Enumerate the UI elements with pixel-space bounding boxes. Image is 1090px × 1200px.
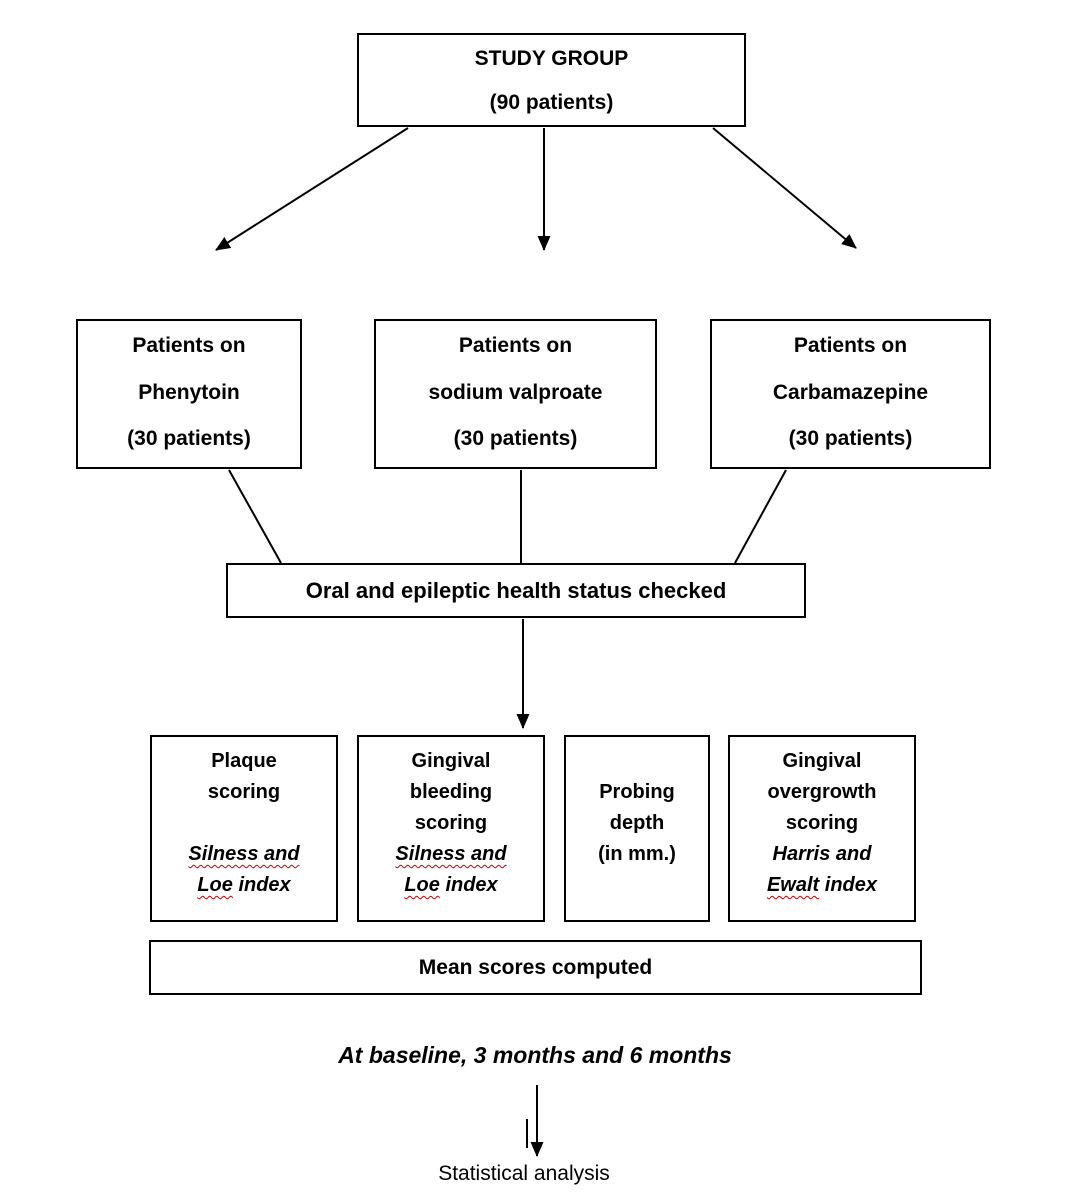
status-check-label: Oral and epileptic health status checked <box>305 578 727 603</box>
arrow-study-to-carbamazepine <box>712 127 857 249</box>
assessment-index: Silness and <box>188 843 300 865</box>
arm-drug: Carbamazepine <box>772 380 929 404</box>
assessment-title: Gingival <box>782 750 862 772</box>
study-group-title: STUDY GROUP <box>474 47 629 70</box>
arm-count: (30 patients) <box>788 427 913 450</box>
assessment-title: scoring <box>414 812 488 834</box>
arm-label: Patients on <box>458 334 573 357</box>
connector-phenytoin-to-status <box>228 469 282 564</box>
assessment-title: Plaque <box>211 750 277 772</box>
assessment-title: Probing <box>599 781 675 803</box>
statistical-analysis-label: Statistical analysis <box>438 1162 610 1185</box>
arrow-study-to-phenytoin <box>215 127 409 251</box>
assessment-index: Harris and <box>772 843 872 865</box>
assessment-index: Silness and <box>395 843 507 865</box>
arm-box-carbamazepine: Patients on Carbamazepine (30 patients) <box>710 319 991 469</box>
connector-carbamazepine-to-status <box>734 469 787 564</box>
study-group-box: STUDY GROUP (90 patients) <box>357 33 746 127</box>
arm-count: (30 patients) <box>127 427 251 450</box>
study-group-count: (90 patients) <box>489 91 614 114</box>
assessment-title: overgrowth <box>767 781 877 803</box>
timepoints-caption: At baseline, 3 months and 6 months <box>338 1042 732 1068</box>
arm-box-phenytoin: Patients on Phenytoin (30 patients) <box>76 319 302 469</box>
assessment-title: Gingival <box>411 750 491 772</box>
arm-drug: sodium valproate <box>428 380 603 404</box>
arm-drug: Phenytoin <box>138 380 240 404</box>
assessment-box-probing-depth: Probing depth (in mm.) <box>564 735 710 922</box>
assessment-index: Loe index <box>404 874 498 896</box>
arm-label: Patients on <box>132 334 246 357</box>
mean-scores-box: Mean scores computed <box>149 940 922 995</box>
assessment-title: scoring <box>207 781 281 803</box>
assessment-title: bleeding <box>409 781 493 803</box>
arm-label: Patients on <box>793 334 908 357</box>
assessment-box-gingival-bleeding: Gingival bleeding scoring Silness and Lo… <box>357 735 545 922</box>
assessment-box-gingival-overgrowth: Gingival overgrowth scoring Harris and E… <box>728 735 916 922</box>
arm-box-valproate: Patients on sodium valproate (30 patient… <box>374 319 657 469</box>
assessment-title: scoring <box>785 812 859 834</box>
mean-scores-label: Mean scores computed <box>418 956 653 979</box>
assessment-index: Ewalt index <box>766 874 878 896</box>
status-check-box: Oral and epileptic health status checked <box>226 563 806 618</box>
assessment-title: depth <box>609 812 665 834</box>
assessment-index: Loe index <box>197 874 291 896</box>
blank-line <box>152 808 336 839</box>
arm-count: (30 patients) <box>453 427 578 450</box>
assessment-box-plaque: Plaque scoring Silness and Loe index <box>150 735 338 922</box>
assessment-title: (in mm.) <box>598 843 676 865</box>
